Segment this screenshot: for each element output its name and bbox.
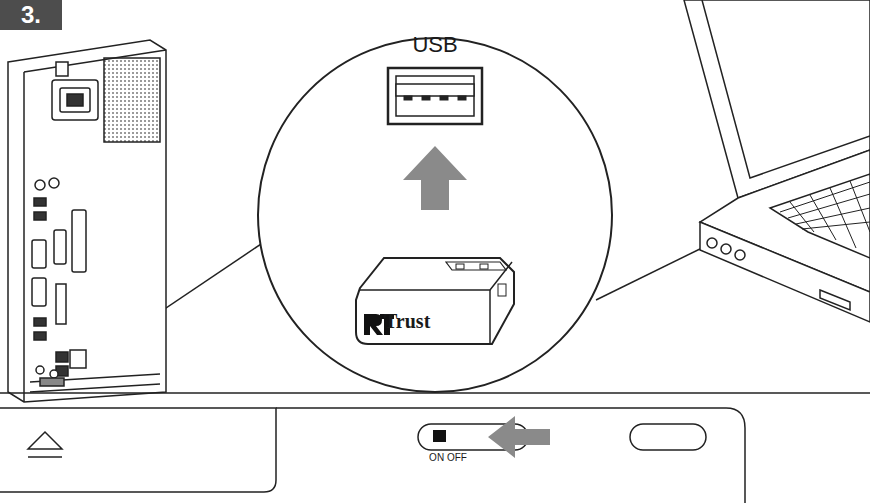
laptop-part xyxy=(721,244,731,254)
device-panel-part xyxy=(28,456,62,458)
usb-dongle-part xyxy=(360,262,512,290)
laptop-part xyxy=(707,238,717,248)
laptop xyxy=(684,0,870,322)
eject-symbol xyxy=(28,432,62,449)
usb-port-part xyxy=(458,96,466,100)
pc-tower-part xyxy=(49,178,59,188)
usb-dongle xyxy=(356,258,514,344)
pc-tower-part xyxy=(60,88,90,112)
laptop-part xyxy=(770,174,870,258)
pc-tower-part xyxy=(8,40,166,402)
pc-tower-part xyxy=(52,80,98,120)
laptop-part-part xyxy=(802,222,870,229)
usb-dongle-part xyxy=(480,264,488,269)
brand-logo: Trust xyxy=(384,311,464,331)
usb-port-part xyxy=(440,96,448,100)
laptop-part xyxy=(735,250,745,260)
step-number: 3. xyxy=(21,3,41,27)
pc-tower-part xyxy=(34,318,46,326)
pc-tower-part xyxy=(56,352,68,362)
pc-tower-part xyxy=(34,198,46,206)
usb-port-part xyxy=(422,96,430,100)
pc-tower-part xyxy=(40,378,64,386)
laptop-part-part xyxy=(830,188,856,248)
switch-label: ON OFF xyxy=(418,453,478,463)
laptop-part xyxy=(780,181,870,248)
usb-port-part xyxy=(404,96,412,100)
usb-port xyxy=(388,68,482,124)
magnifier-part xyxy=(258,38,612,392)
pc-tower xyxy=(8,40,166,402)
pc-tower-part xyxy=(56,62,68,76)
usb-dongle-part xyxy=(446,262,506,270)
pc-tower-part xyxy=(50,370,58,378)
port-label: USB xyxy=(385,34,485,56)
pc-tower-part xyxy=(54,230,66,264)
pc-tower-part xyxy=(23,72,25,402)
pc-tower-part xyxy=(56,284,66,324)
laptop-part-part xyxy=(796,208,870,224)
usb-port-part xyxy=(396,76,474,116)
device-panel-part xyxy=(433,430,446,442)
laptop-part-part xyxy=(850,181,870,232)
magnifier xyxy=(258,38,612,392)
usb-dongle-part xyxy=(498,284,506,296)
insert-arrow xyxy=(403,146,467,210)
pc-tower-part xyxy=(32,240,46,268)
usb-dongle-part xyxy=(356,258,514,344)
usb-port-part xyxy=(396,84,474,96)
device-panel-part xyxy=(0,408,276,492)
switch-arrow xyxy=(488,416,550,458)
pc-tower-part xyxy=(32,278,46,306)
pc-tower-part xyxy=(36,366,44,374)
pc-tower-part xyxy=(70,350,86,368)
device-panel-part xyxy=(276,408,745,503)
laptop-part-part xyxy=(810,195,836,240)
pc-tower-part xyxy=(35,180,45,190)
pc-tower-part xyxy=(34,212,46,220)
pc-tower-part xyxy=(72,210,86,272)
pc-tower-part xyxy=(104,58,160,142)
laptop-part-part xyxy=(790,202,814,232)
device-panel xyxy=(0,393,870,503)
step-badge: 3. xyxy=(0,0,62,30)
button-slot xyxy=(630,424,706,450)
pc-tower-part xyxy=(34,332,46,340)
usb-dongle-part xyxy=(489,290,491,344)
leader-lines-part xyxy=(596,246,706,300)
device-panel-part xyxy=(0,392,870,394)
usb-port-part xyxy=(388,68,482,124)
usb-dongle-part xyxy=(456,264,464,269)
laptop-part xyxy=(702,0,870,178)
pc-tower-part xyxy=(67,94,83,106)
laptop-part xyxy=(820,290,850,310)
